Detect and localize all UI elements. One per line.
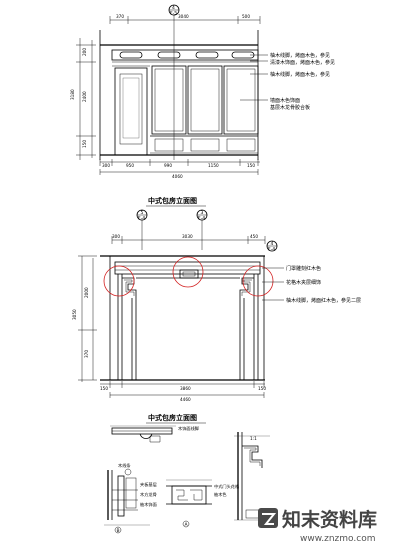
caption-1: 中式包房立面图 [148, 196, 197, 205]
detail-label-b: B [117, 528, 120, 534]
e2-top-dim-1: 300 [112, 234, 120, 239]
e1-note-2: 清漆木饰面，烤面木色，参见 [270, 59, 335, 66]
e1-top-dim-2: 3040 [178, 14, 189, 19]
watermark-logo-text: 知末资料库 [282, 508, 377, 531]
e2-top-dim-2: 3030 [182, 234, 193, 239]
e2-detail-circle-left [103, 265, 135, 297]
detail-label-a: A [185, 522, 189, 528]
e1-bottom-dim-3: 990 [164, 163, 172, 168]
detail-note-b4: 柚木饰面 [140, 501, 157, 508]
e2-left-dim-1: 3050 [72, 309, 77, 320]
e1-bottom-dim-5: 150 [247, 163, 255, 168]
caption-2: 中式包房立面图 [148, 413, 197, 422]
e2-marker-3-top: 4 [271, 241, 274, 247]
e2-left-dim-2: 2000 [84, 287, 89, 298]
e1-marker-bottom: F-5 [170, 11, 177, 17]
detail-note-a3: 柚木色 [214, 491, 227, 498]
e1-marker-top: 4 [172, 5, 175, 11]
e1-top-dim-1: 370 [116, 14, 124, 19]
detail-label-circle-b [114, 526, 122, 534]
e1-left-dim-1: 200 [82, 48, 87, 56]
detail-label-circle-a [182, 520, 190, 528]
e2-note-3: 柚木线脚，烤面红木色，参见二层 [286, 297, 361, 304]
detail-note-b3: 木方龙骨 [140, 491, 157, 498]
e2-marker-1-top: 5 [141, 210, 144, 216]
detail-note-a2: 中式门头花格 [214, 483, 240, 490]
e2-note-1: 门罩雕刻红木色 [286, 265, 321, 272]
e2-detail-circle-right [242, 265, 274, 297]
detail-drawings: 木饰面线脚 木线条 夹板基层 木方龙骨 柚木饰面 B 中式门头花格 柚木色 A … [104, 425, 272, 534]
e1-note-1: 柚木线脚，烤面木色，参见 [270, 52, 330, 59]
watermark-url: www.znzmo.com [300, 534, 375, 544]
e2-bottom-dim-2: 3860 [180, 386, 191, 391]
elevation-2: 5 F-4 3 F-4 4 F-4 300 3030 450 [72, 209, 361, 402]
e2-top-dim-3: 450 [250, 234, 258, 239]
watermark-logo-mark [258, 508, 278, 528]
e1-note-5: 基层木龙骨胶合板 [270, 104, 310, 111]
detail-scale: 1:1 [250, 436, 257, 441]
e2-marker-1-bottom: F-4 [138, 216, 145, 222]
e2-marker-3-bottom: F-4 [268, 247, 275, 253]
watermark: 知末资料库 www.znzmo.com [258, 508, 377, 544]
e2-marker-2-top: 3 [201, 210, 204, 216]
e1-left-dim-4: 3180 [70, 89, 75, 100]
detail-note-b2: 夹板基层 [140, 481, 157, 488]
e1-bottom-dim-4: 1150 [208, 163, 219, 168]
e2-bottom-dim-3: 150 [258, 386, 266, 391]
e1-left-dim-2: 2400 [82, 91, 87, 102]
detail-note-b1: 木线条 [118, 462, 131, 469]
detail-note-a1: 木饰面线脚 [178, 425, 199, 432]
e2-overall-dim: 4460 [180, 397, 191, 402]
e1-bottom-dim-2: 950 [126, 163, 134, 168]
e1-bottom-dim-1: 300 [102, 163, 110, 168]
e2-marker-2-bottom: F-4 [198, 216, 205, 222]
e1-top-dim-3: 500 [242, 14, 250, 19]
e2-note-2: 花格木夹层细饰 [286, 279, 321, 286]
e1-note-4: 墙面木色饰面 [270, 97, 300, 104]
e2-left-dim-3: 370 [84, 350, 89, 358]
e1-note-3: 柚木线脚，烤面木色，参见 [270, 71, 330, 78]
e1-left-dim-3: 150 [82, 140, 87, 148]
e1-overall-dim: 4060 [172, 174, 183, 179]
e2-detail-circle-center [172, 256, 204, 288]
e2-bottom-dim-1: 150 [100, 386, 108, 391]
e1-door [114, 67, 148, 156]
elevation-1: 370 3040 500 4 F-5 [70, 4, 335, 179]
